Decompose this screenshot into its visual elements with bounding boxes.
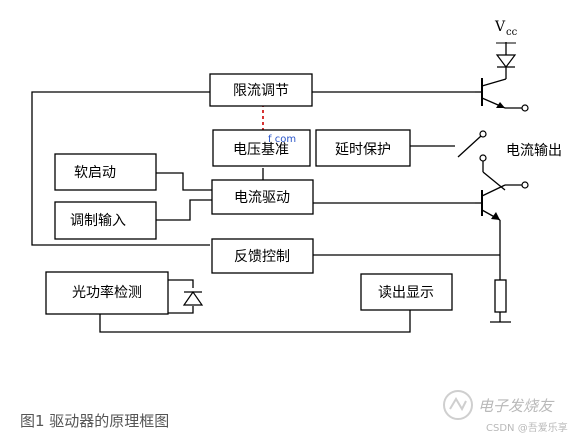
block-mod-input xyxy=(54,201,157,240)
watermark-source: CSDN @吾爱乐享 xyxy=(486,423,568,434)
ground-icon xyxy=(490,312,511,323)
block-optical-power-label: 光功率检测 xyxy=(72,284,142,301)
wire-switch-to-q2-collector xyxy=(482,171,506,191)
resistor-icon xyxy=(494,279,507,313)
figure-caption: 图1 驱动器的原理框图 xyxy=(20,412,170,430)
watermark-logo-icon xyxy=(443,390,473,420)
switch-icon xyxy=(457,130,487,162)
block-current-limit-label: 限流调节 xyxy=(233,83,289,99)
block-current-limit xyxy=(209,73,313,107)
wire-diode-to-optical xyxy=(168,306,194,314)
wire-optical-to-readout xyxy=(99,310,411,333)
npn-transistor-icon xyxy=(475,184,506,221)
terminal-icon xyxy=(521,181,529,189)
current-output-label: 电流输出 xyxy=(506,143,562,159)
wire-mod-to-drive xyxy=(156,199,212,221)
block-mod-input-label: 调制输入 xyxy=(70,213,126,229)
block-soft-start xyxy=(54,153,157,191)
block-readout-label: 读出显示 xyxy=(378,284,434,301)
block-optical-power xyxy=(45,271,169,315)
vcc-label: V xyxy=(494,19,506,35)
block-soft-start-label: 软启动 xyxy=(74,165,116,181)
terminal-icon xyxy=(521,104,529,112)
block-delay-protect-label: 延时保护 xyxy=(335,142,391,158)
diode-icon xyxy=(495,54,517,68)
block-feedback xyxy=(211,238,314,274)
photodiode-icon xyxy=(182,290,204,306)
wire-optical-to-diode xyxy=(168,279,194,288)
watermark-brand: 电子发烧友 xyxy=(478,397,554,415)
block-voltage-ref-label: 电压基准 xyxy=(233,141,289,158)
wire-softstart-to-drive xyxy=(156,172,212,191)
vcc-subscript: cc xyxy=(506,27,518,38)
overlay-mark: f com xyxy=(268,134,296,145)
block-current-drive xyxy=(211,179,314,215)
block-delay-protect xyxy=(315,129,411,167)
block-voltage-ref xyxy=(212,129,311,167)
wire-left-loop xyxy=(31,91,210,246)
npn-transistor-icon xyxy=(475,78,507,109)
block-current-drive-label: 电流驱动 xyxy=(234,190,290,206)
block-readout xyxy=(360,273,453,311)
wires xyxy=(31,42,507,333)
block-feedback-label: 反馈控制 xyxy=(234,249,290,265)
